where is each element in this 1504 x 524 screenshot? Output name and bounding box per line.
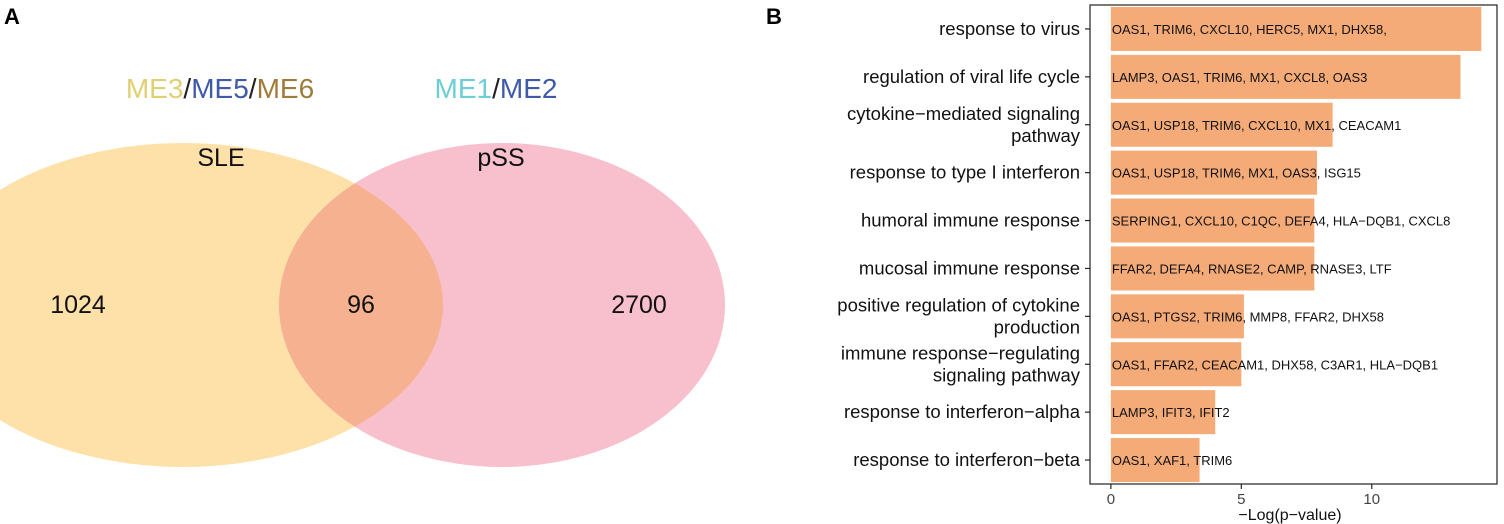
category-label: mucosal immune response: [859, 257, 1080, 278]
bar-gene-label: SERPING1, CXCL10, C1QC, DEFA4, HLA−DQB1,…: [1112, 214, 1451, 229]
overlap-region: [279, 143, 443, 467]
overlap-count: 96: [347, 291, 375, 319]
bar-gene-label: OAS1, TRIM6, CXCL10, HERC5, MX1, DHX58,: [1112, 22, 1387, 37]
right-header-part: /: [492, 73, 500, 104]
bar-gene-label: OAS1, XAF1, TRIM6: [1112, 453, 1232, 468]
x-tick-label: 0: [1107, 491, 1115, 508]
bar: [1110, 246, 1315, 291]
left-module-header: ME3/ME5/ME6: [126, 73, 314, 104]
venn-panel: A ME3/ME5/ME6 ME1/ME2 SLE pSS 1024 96 27…: [0, 4, 725, 467]
bar-gene-label: OAS1, USP18, TRIM6, CXCL10, MX1, CEACAM1: [1112, 118, 1401, 133]
pss-set-label: pSS: [477, 144, 524, 172]
left-header-part: ME5: [191, 73, 249, 104]
bar: [1110, 102, 1333, 147]
bar-gene-label: OAS1, FFAR2, CEACAM1, DHX58, C3AR1, HLA−…: [1112, 357, 1438, 372]
bar-gene-label: LAMP3, OAS1, TRIM6, MX1, CXCL8, OAS3: [1112, 70, 1368, 85]
category-label: regulation of viral life cycle: [863, 66, 1080, 87]
category-labels: response to virus regulation of viral lif…: [837, 18, 1080, 470]
bar: [1110, 198, 1315, 243]
right-header-part: ME2: [500, 73, 558, 104]
sle-set-label: SLE: [197, 144, 244, 172]
pss-only-count: 2700: [611, 291, 667, 319]
bar-gene-label: OAS1, PTGS2, TRIM6, MMP8, FFAR2, DHX58: [1112, 309, 1384, 324]
bar: [1110, 390, 1216, 435]
category-label: response to virus: [939, 18, 1080, 39]
category-label: response to interferon−beta: [853, 449, 1080, 470]
right-module-header: ME1/ME2: [435, 73, 558, 104]
bar: [1110, 6, 1482, 51]
panel-b-label: B: [766, 4, 782, 29]
left-header-part: /: [183, 73, 191, 104]
panel-a-label: A: [4, 4, 20, 29]
category-label: response to interferon−alpha: [844, 401, 1081, 422]
y-axis-ticks: [1085, 28, 1090, 461]
bar: [1110, 54, 1461, 99]
left-header-part: ME3: [126, 73, 184, 104]
bar: [1110, 342, 1242, 387]
sle-only-count: 1024: [50, 291, 106, 319]
left-header-part: /: [249, 73, 257, 104]
bar: [1110, 294, 1244, 339]
enrichment-bar-chart: B response to virus regulation of viral l…: [766, 4, 1498, 524]
bar-gene-labels: OAS1, TRIM6, CXCL10, HERC5, MX1, DHX58, L…: [1112, 22, 1451, 468]
x-tick-label: 10: [1363, 491, 1380, 508]
right-header-part: ME1: [435, 73, 493, 104]
category-label: response to type I interferon: [850, 162, 1080, 183]
category-label: humoral immune response: [861, 210, 1080, 231]
bar-gene-label: OAS1, USP18, TRIM6, MX1, OAS3, ISG15: [1112, 166, 1361, 181]
bar: [1110, 438, 1200, 483]
bar: [1110, 150, 1317, 195]
x-axis-label: −Log(p−value): [1238, 507, 1341, 524]
x-axis-ticks: 0 5 10: [1107, 484, 1380, 508]
x-tick-label: 5: [1237, 491, 1245, 508]
left-header-part: ME6: [257, 73, 315, 104]
bar-gene-label: LAMP3, IFIT3, IFIT2: [1112, 405, 1230, 420]
plot-frame: [1089, 4, 1498, 485]
bar-gene-label: FFAR2, DEFA4, RNASE2, CAMP, RNASE3, LTF: [1112, 261, 1392, 276]
bars: [1110, 6, 1482, 483]
